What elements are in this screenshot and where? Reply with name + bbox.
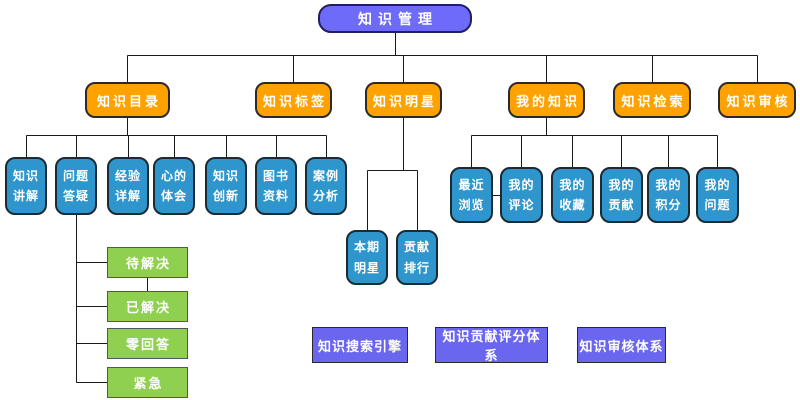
footer-contribution-scoring-system: 知识贡献评分体系 (435, 327, 548, 363)
node-my-comments: 我的评论 (500, 167, 543, 223)
node-question-answer: 问题答疑 (55, 157, 97, 215)
node-my-favorites: 我的收藏 (551, 167, 594, 223)
node-pending-solve: 待解决 (107, 247, 188, 278)
node-urgent: 紧急 (107, 367, 188, 398)
root-node-knowledge-management: 知识管理 (318, 4, 472, 33)
node-knowledge-stars: 知识明星 (365, 82, 442, 118)
node-my-points: 我的积分 (647, 167, 690, 223)
node-experience-detail: 经验详解 (107, 157, 149, 215)
node-solved: 已解决 (107, 291, 188, 322)
footer-search-engine: 知识搜索引擎 (312, 327, 408, 363)
node-knowledge-catalog: 知识目录 (85, 82, 170, 118)
node-my-questions: 我的问题 (696, 167, 739, 223)
node-my-knowledge: 我的知识 (508, 82, 585, 118)
node-heart-experience: 心的体会 (153, 157, 195, 215)
node-knowledge-search: 知识检索 (613, 82, 691, 118)
node-recent-views: 最近浏览 (450, 167, 493, 223)
node-zero-answer: 零回答 (107, 328, 188, 359)
node-knowledge-innovation: 知识创新 (205, 157, 247, 215)
node-knowledge-tags: 知识标签 (255, 82, 332, 118)
footer-review-system: 知识审核体系 (577, 327, 666, 363)
node-current-star: 本期明星 (346, 230, 388, 285)
node-case-analysis: 案例分析 (305, 157, 347, 215)
node-book-materials: 图书资料 (255, 157, 297, 215)
node-contribution-ranking: 贡献排行 (396, 230, 438, 285)
node-knowledge-explain: 知识讲解 (5, 157, 47, 215)
node-knowledge-review: 知识审核 (718, 82, 796, 118)
node-my-contributions: 我的贡献 (600, 167, 643, 223)
